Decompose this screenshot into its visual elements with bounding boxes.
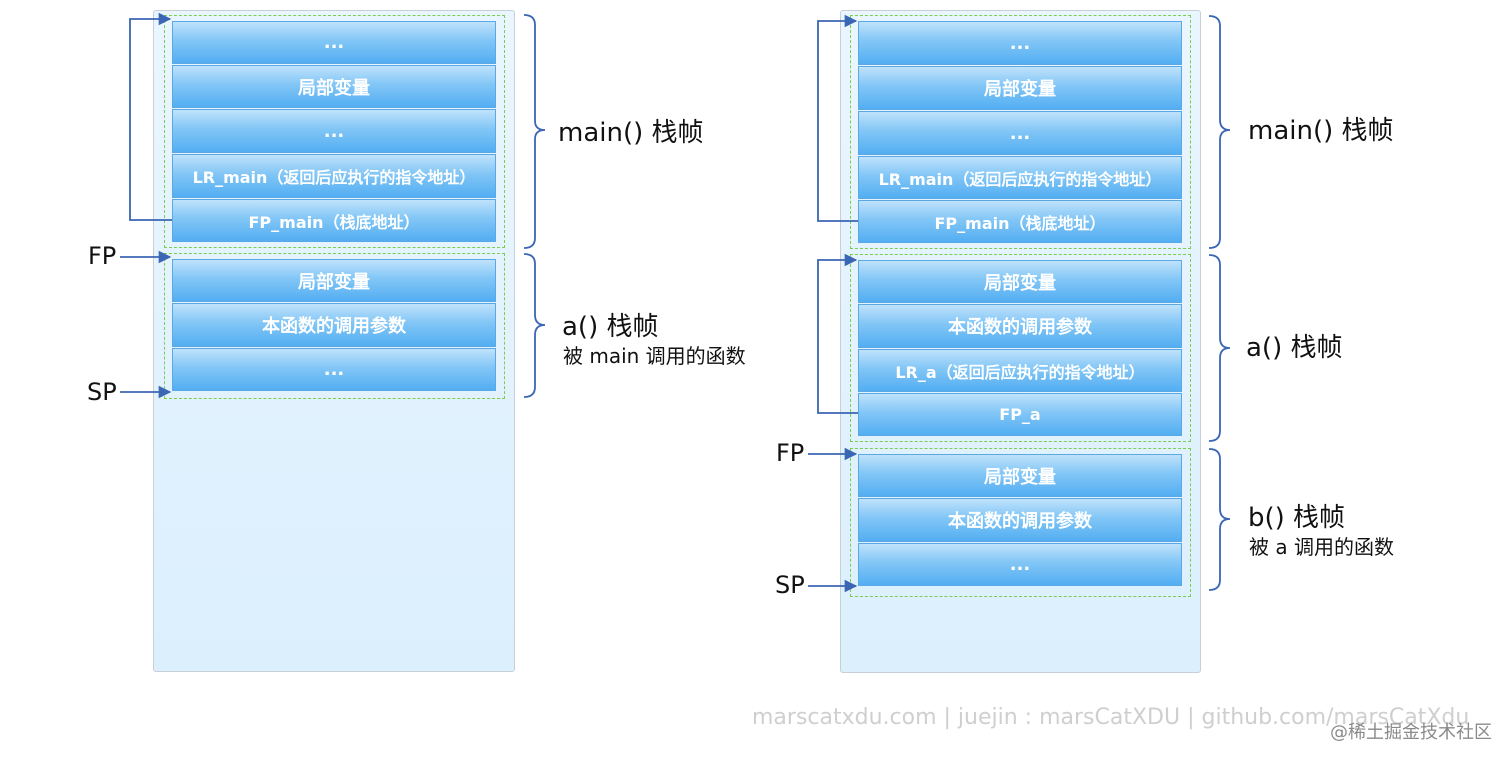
right-a-frame-border xyxy=(850,254,1191,442)
right-b-brace xyxy=(1208,448,1231,591)
right-b-cell-0: 局部变量 xyxy=(858,454,1182,497)
right-fp-a-link-arrow xyxy=(817,253,858,414)
left-main-frame-title: main() 栈帧 xyxy=(558,118,704,148)
left-a-frame-border xyxy=(164,253,505,399)
left-main-cell-1: 局部变量 xyxy=(172,65,496,108)
footer-credit: marscatxdu.com | juejin : marsCatXDU | g… xyxy=(752,705,1470,730)
right-a-frame-title: a() 栈帧 xyxy=(1246,333,1343,363)
right-b-cell-1: 本函数的调用参数 xyxy=(858,498,1182,542)
left-a-frame-title: a() 栈帧 xyxy=(562,312,659,342)
left-main-brace xyxy=(523,14,546,249)
right-a-cell-2: LR_a（返回后应执行的指令地址） xyxy=(858,349,1182,392)
left-main-cell-3: LR_main（返回后应执行的指令地址） xyxy=(172,154,496,198)
right-a-brace xyxy=(1208,254,1231,442)
right-sp-label: SP xyxy=(775,571,805,599)
left-a-brace xyxy=(523,253,546,398)
right-a-cell-0: 局部变量 xyxy=(858,260,1182,303)
watermark-text: @稀土掘金技术社区 xyxy=(1330,722,1492,743)
left-a-cell-2: ... xyxy=(172,348,496,391)
left-main-cell-0: ... xyxy=(172,21,496,64)
right-main-brace xyxy=(1208,15,1231,249)
right-b-cell-2: ... xyxy=(858,543,1182,586)
right-main-cell-2: ... xyxy=(858,111,1182,155)
left-a-frame-subtitle: 被 main 调用的函数 xyxy=(563,344,746,368)
right-b-frame-title: b() 栈帧 xyxy=(1248,503,1346,533)
left-a-cell-1: 本函数的调用参数 xyxy=(172,303,496,347)
right-a-cell-3: FP_a xyxy=(858,393,1182,436)
right-main-frame-border xyxy=(850,15,1191,249)
right-b-frame-subtitle: 被 a 调用的函数 xyxy=(1249,535,1394,559)
right-main-cell-0: ... xyxy=(858,21,1182,65)
left-main-frame-border xyxy=(164,15,505,248)
right-main-cell-4: FP_main（栈底地址） xyxy=(858,200,1182,243)
left-a-cell-0: 局部变量 xyxy=(172,259,496,302)
right-fp-main-link-arrow xyxy=(817,14,858,222)
left-main-cell-2: ... xyxy=(172,109,496,153)
right-main-cell-3: LR_main（返回后应执行的指令地址） xyxy=(858,156,1182,199)
right-b-frame-border xyxy=(850,448,1191,597)
left-fp-label: FP xyxy=(88,242,117,270)
left-main-cell-4: FP_main（栈底地址） xyxy=(172,199,496,242)
right-main-frame-title: main() 栈帧 xyxy=(1248,116,1394,146)
right-main-cell-1: 局部变量 xyxy=(858,66,1182,110)
right-a-cell-1: 本函数的调用参数 xyxy=(858,304,1182,348)
left-fp-main-link-arrow xyxy=(129,12,172,221)
right-fp-label: FP xyxy=(776,439,805,467)
left-sp-label: SP xyxy=(87,378,117,406)
